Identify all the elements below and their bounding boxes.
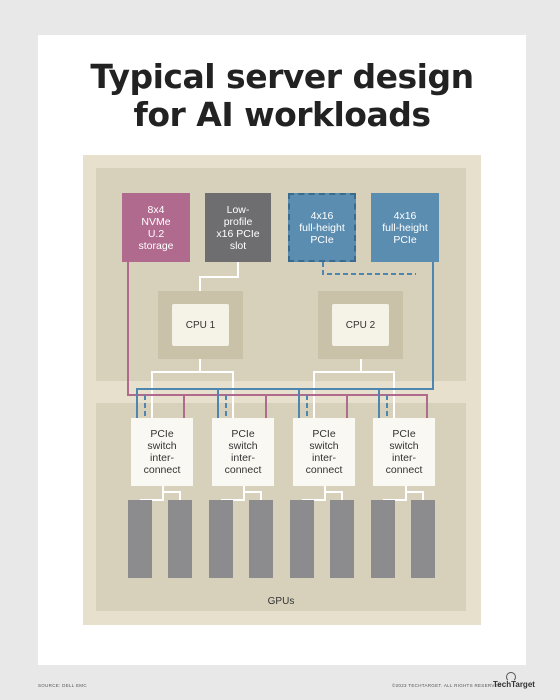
gpu-card [128,500,152,578]
nvme-storage-box: 8x4 NVMe U.2 storage [122,193,190,262]
switch-line: PCIe [392,428,416,440]
switch-line: connect [305,464,343,476]
pcie-switch-3: PCIe switch inter- connect [293,418,355,486]
full-height-line: PCIe [310,233,334,246]
storage-wires [127,262,428,418]
pcie-switch-2: PCIe switch inter- connect [212,418,274,486]
switch-line: switch [389,440,419,452]
techtarget-logo-icon [506,672,516,682]
title-line-1: Typical server design [90,57,474,96]
switch-to-gpu-wires [140,486,424,501]
source-credit: SOURCE: DELL EMC [38,683,87,688]
switch-line: inter- [150,452,174,464]
gpus-label: GPUs [267,596,295,607]
switch-line: connect [143,464,181,476]
gpu-card [371,500,395,578]
cpu-2-socket: CPU 2 [318,291,403,359]
pcie-dashed-wires [144,262,416,418]
switch-line: PCIe [231,428,255,440]
low-profile-line: slot [229,239,247,252]
switch-line: PCIe [150,428,174,440]
switch-line: inter- [231,452,255,464]
gpu-card [168,500,192,578]
full-height-line: full-height [299,221,345,234]
pcie-switch-1: PCIe switch inter- connect [131,418,193,486]
low-profile-line: Low- [226,203,250,216]
copyright-notice: ©2023 TECHTARGET. ALL RIGHTS RESERVED [392,683,502,688]
full-height-line: 4x16 [393,209,417,222]
title-line-2: for AI workloads [133,95,432,134]
low-profile-pcie-slot-box: Low- profile x16 PCIe slot [205,193,271,262]
switch-line: inter- [392,452,416,464]
switch-line: connect [224,464,262,476]
low-profile-line: x16 PCIe [216,227,260,240]
gpu-card [249,500,273,578]
nvme-line: storage [138,239,174,252]
gpu-card [330,500,354,578]
cpu-1-socket: CPU 1 [158,291,243,359]
cpu-2-label: CPU 2 [332,304,389,346]
gpu-card [290,500,314,578]
switch-line: switch [309,440,339,452]
page-title: Typical server design for AI workloads [38,58,526,134]
gpu-card [411,500,435,578]
nvme-line: 8x4 [147,203,165,216]
full-height-pcie-box: 4x16 full-height PCIe [371,193,439,262]
switch-line: switch [228,440,258,452]
nvme-line: U.2 [147,227,165,240]
techtarget-logo: TechTarget [493,680,535,689]
low-profile-line: profile [223,215,253,228]
switch-line: switch [147,440,177,452]
switch-line: inter- [312,452,336,464]
pcie-switch-4: PCIe switch inter- connect [373,418,435,486]
switch-line: PCIe [312,428,336,440]
cpu-1-label: CPU 1 [172,304,229,346]
gpu-card [209,500,233,578]
full-height-line: full-height [382,221,428,234]
switch-line: connect [385,464,423,476]
full-height-pcie-box-dashed: 4x16 full-height PCIe [288,193,356,262]
nvme-line: NVMe [141,215,171,228]
full-height-line: PCIe [393,233,417,246]
full-height-line: 4x16 [310,209,334,222]
pcie-wires [136,262,434,418]
